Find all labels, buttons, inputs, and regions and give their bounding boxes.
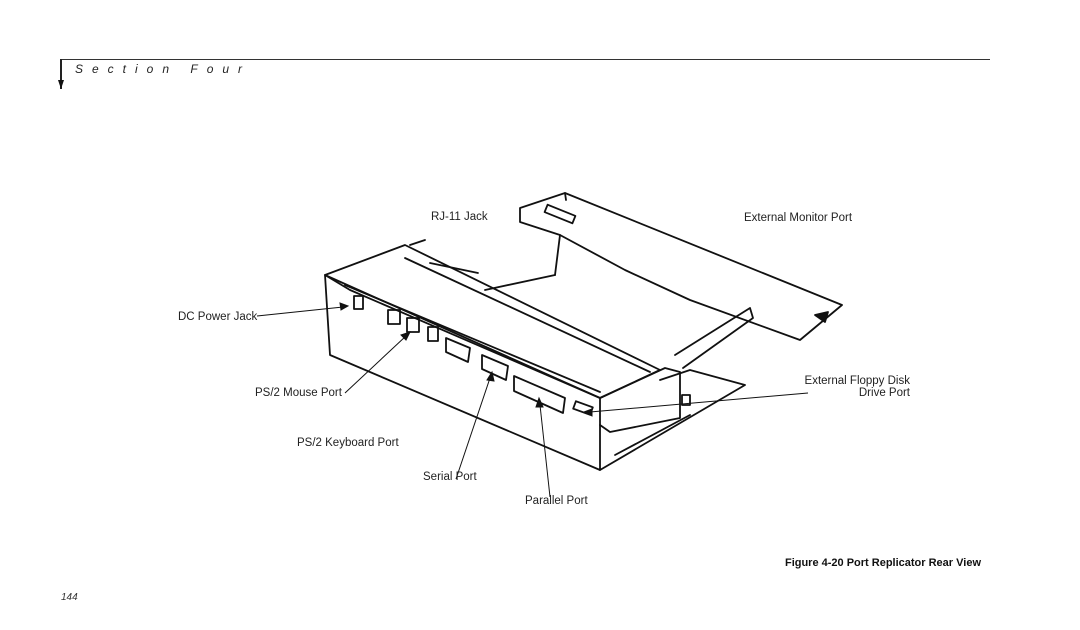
- docking-clip: [814, 311, 829, 323]
- docking-extension: [519, 192, 843, 341]
- label-floppy-line2: Drive Port: [858, 387, 910, 399]
- dc-power-jack-port: [353, 295, 364, 310]
- header-rule: [60, 59, 990, 60]
- support-rail: [674, 307, 754, 369]
- label-serial-port: Serial Port: [423, 471, 477, 483]
- figure-caption: Figure 4-20 Port Replicator Rear View: [784, 557, 981, 569]
- end-cap-button: [681, 394, 691, 406]
- parallel-port-shape: [513, 375, 566, 414]
- docking-latch: [543, 203, 577, 225]
- label-external-floppy-disk-drive-port: External Floppy Disk Drive Port: [790, 375, 910, 399]
- ps2-mouse-port-shape: [387, 309, 401, 325]
- label-ps2-keyboard-port: PS/2 Keyboard Port: [297, 437, 399, 449]
- monitor-port-shape: [445, 337, 471, 363]
- base-plate: [599, 369, 746, 471]
- label-floppy-line1: External Floppy Disk: [804, 375, 910, 387]
- ps2-keyboard-port-shape: [406, 317, 420, 333]
- label-ps2-mouse-port: PS/2 Mouse Port: [255, 387, 342, 399]
- header-tick-tip: [58, 80, 64, 89]
- label-dc-power-jack: DC Power Jack: [178, 311, 258, 323]
- rj11-port-shape: [427, 326, 439, 342]
- page-number: 144: [61, 592, 78, 603]
- serial-port-shape: [481, 354, 509, 381]
- end-cap: [599, 367, 681, 433]
- section-title: Section Four: [75, 62, 252, 76]
- label-rj11-jack: RJ-11 Jack: [431, 211, 488, 223]
- header-tick: [60, 59, 62, 89]
- label-external-monitor-port: External Monitor Port: [744, 212, 853, 224]
- label-parallel-port: Parallel Port: [525, 495, 588, 507]
